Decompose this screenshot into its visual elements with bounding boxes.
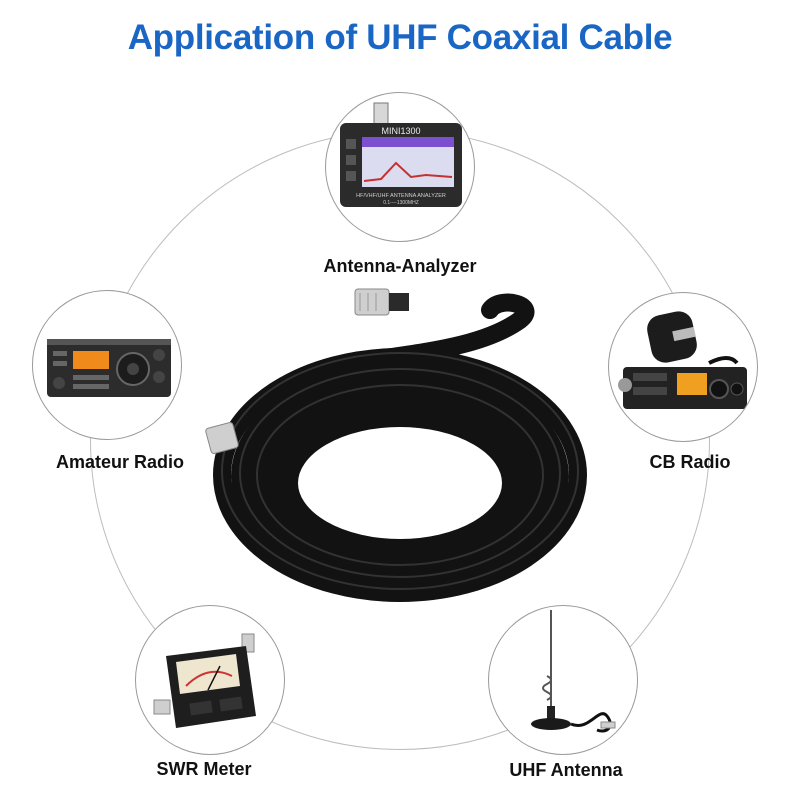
swr-meter-icon	[153, 633, 256, 728]
amateur-radio-label: Amateur Radio	[55, 452, 185, 472]
uhf-antenna-label: UHF Antenna	[509, 760, 623, 780]
cb-radio-circle	[608, 292, 758, 442]
amateur-radio-icon	[47, 339, 171, 397]
cb-radio-label: CB Radio	[649, 452, 731, 472]
uhf-antenna-circle	[488, 605, 638, 755]
coaxial-cable-coil	[200, 275, 610, 615]
uhf-antenna-icon	[531, 610, 616, 733]
swr-meter-label: SWR Meter	[156, 759, 252, 779]
page-title: Application of UHF Coaxial Cable	[127, 18, 673, 57]
antenna-analyzer-icon: MINI1300 HF/VHF/UHF ANTENNA ANALYZER 0.1…	[340, 102, 462, 207]
antenna-analyzer-circle: MINI1300 HF/VHF/UHF ANTENNA ANALYZER 0.1…	[325, 92, 475, 242]
cable-coil-icon	[205, 288, 587, 602]
antenna-analyzer-label: Antenna-Analyzer	[323, 256, 477, 276]
swr-meter-circle	[135, 605, 285, 755]
analyzer-brand-text: MINI1300	[381, 126, 420, 136]
analyzer-range-text: 0.1----1300MHZ	[383, 200, 419, 206]
amateur-radio-circle	[32, 290, 182, 440]
top-connector-icon	[354, 288, 409, 316]
left-connector-icon	[205, 421, 239, 455]
cb-radio-icon	[618, 311, 747, 409]
analyzer-caption-text: HF/VHF/UHF ANTENNA ANALYZER	[356, 193, 446, 199]
